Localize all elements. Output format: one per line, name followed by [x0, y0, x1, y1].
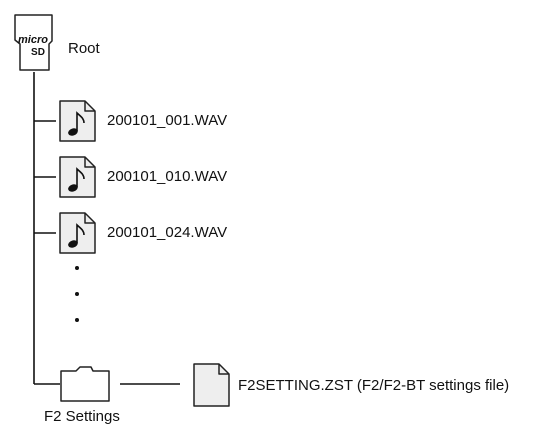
- settings-file-name: F2SETTING.ZST (F2/F2-BT settings file): [238, 377, 510, 394]
- ellipsis-dot: [75, 292, 79, 296]
- audio-file-icon: [58, 99, 98, 148]
- file-name-1: 200101_001.WAV: [107, 112, 228, 129]
- file-name-2: 200101_010.WAV: [107, 168, 228, 185]
- ellipsis-dot: [75, 318, 79, 322]
- audio-file-icon: [58, 155, 98, 204]
- svg-text:SD: SD: [31, 47, 45, 58]
- root-label: Root: [68, 40, 100, 57]
- folder-icon: [59, 363, 111, 408]
- settings-file-icon: [192, 362, 232, 413]
- file-name-3: 200101_024.WAV: [107, 224, 228, 241]
- svg-text:micro: micro: [18, 34, 48, 46]
- microsd-card-icon: micro SD: [12, 13, 56, 78]
- ellipsis-dot: [75, 266, 79, 270]
- folder-label: F2 Settings: [44, 408, 120, 425]
- audio-file-icon: [58, 211, 98, 260]
